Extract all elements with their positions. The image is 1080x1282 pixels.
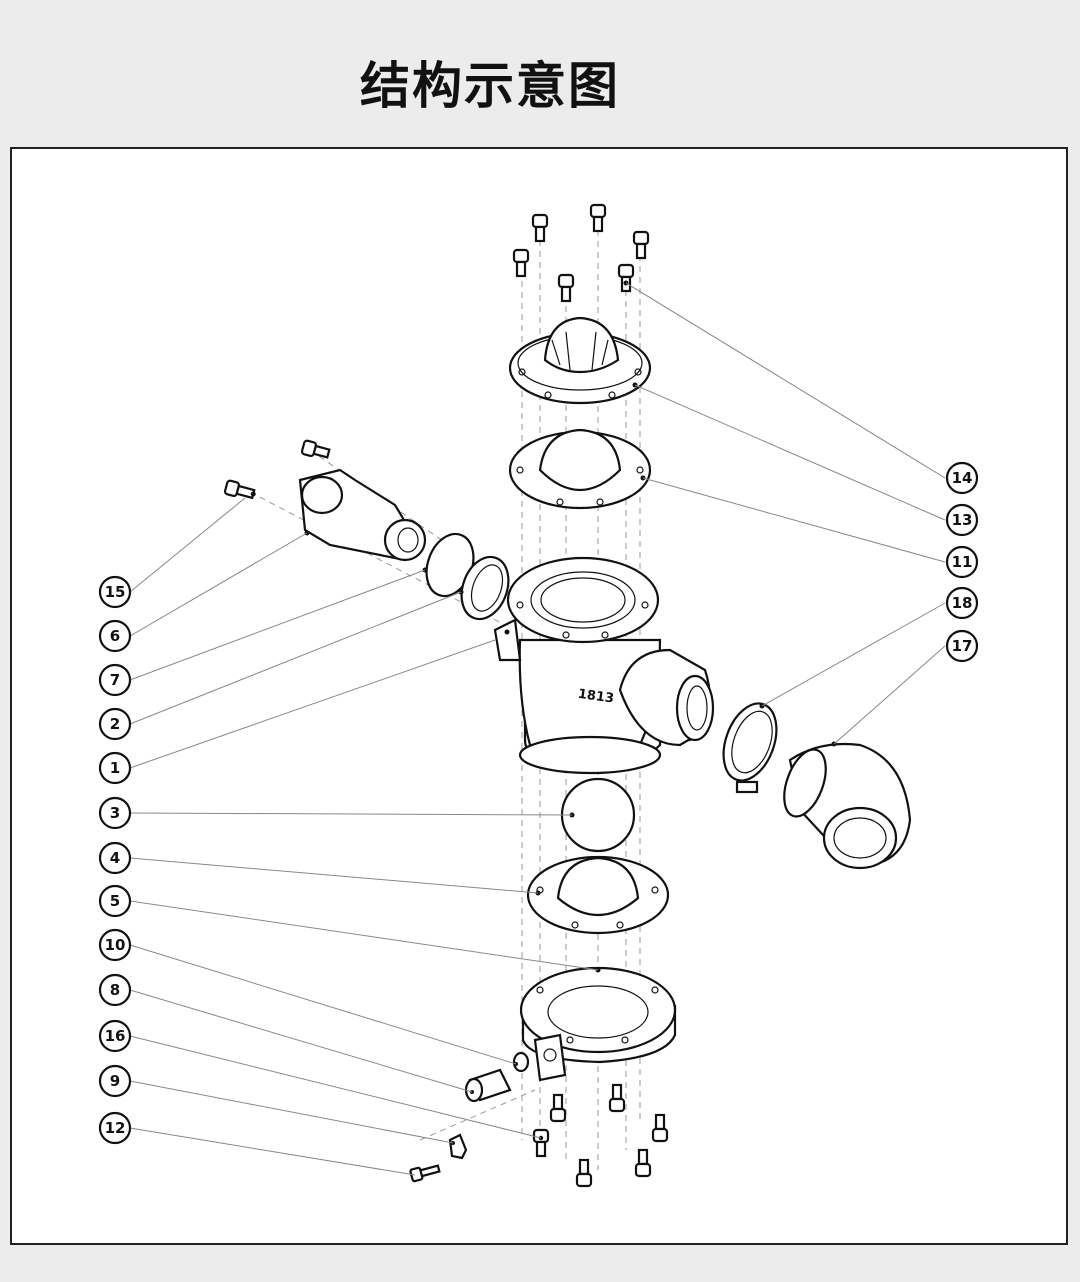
svg-text:1: 1 [110, 759, 120, 777]
callouts: 15 6 7 2 1 3 4 5 10 8 16 9 12 14 13 11 1… [98, 461, 979, 1145]
callout-3: 3 [98, 796, 132, 830]
body-marking: 1813 [577, 687, 615, 707]
fitting [464, 1068, 512, 1103]
callout-12: 12 [98, 1111, 132, 1145]
callout-4: 4 [98, 841, 132, 875]
page-title: 结构示意图 [360, 57, 620, 115]
callout-11: 11 [945, 545, 979, 579]
svg-text:17: 17 [952, 637, 973, 655]
leader-lines [129, 282, 946, 1176]
upper-diaphragm [508, 428, 652, 510]
callout-1: 1 [98, 751, 132, 785]
callout-18: 18 [945, 586, 979, 620]
callout-7: 7 [98, 663, 132, 697]
callout-2: 2 [98, 707, 132, 741]
small-seal [512, 1051, 530, 1073]
hose-clamp [722, 702, 778, 794]
svg-text:15: 15 [105, 583, 126, 601]
svg-text:4: 4 [110, 849, 120, 867]
callout-14: 14 [945, 461, 979, 495]
svg-text:3: 3 [110, 804, 120, 822]
callout-5: 5 [98, 884, 132, 918]
top-cap [508, 316, 652, 405]
side-bolts [223, 439, 331, 500]
svg-text:16: 16 [105, 1027, 126, 1045]
svg-text:11: 11 [952, 553, 973, 571]
svg-text:8: 8 [110, 981, 120, 999]
callout-17: 17 [945, 629, 979, 663]
clip [448, 1133, 468, 1160]
elbow [783, 741, 912, 870]
svg-text:7: 7 [110, 671, 120, 689]
lower-diaphragm [526, 855, 670, 935]
svg-text:12: 12 [105, 1119, 126, 1137]
svg-text:2: 2 [110, 715, 120, 733]
svg-text:6: 6 [110, 627, 120, 645]
callout-13: 13 [945, 503, 979, 537]
bottom-flange [519, 966, 677, 1082]
top-bolts [512, 203, 650, 303]
side-housing [298, 468, 427, 562]
screw [409, 1164, 441, 1183]
valve-body: 1813 [493, 556, 715, 775]
svg-text:13: 13 [952, 511, 973, 529]
callout-8: 8 [98, 973, 132, 1007]
svg-text:18: 18 [952, 594, 973, 612]
callout-10: 10 [98, 928, 132, 962]
svg-text:14: 14 [952, 469, 973, 487]
svg-text:9: 9 [110, 1072, 120, 1090]
callout-16: 16 [98, 1019, 132, 1053]
ball [560, 777, 636, 853]
svg-text:5: 5 [110, 892, 120, 910]
side-seal [458, 555, 510, 621]
bottom-bolts [532, 1083, 669, 1188]
callout-6: 6 [98, 619, 132, 653]
svg-text:10: 10 [105, 936, 126, 954]
callout-9: 9 [98, 1064, 132, 1098]
callout-15: 15 [98, 575, 132, 609]
